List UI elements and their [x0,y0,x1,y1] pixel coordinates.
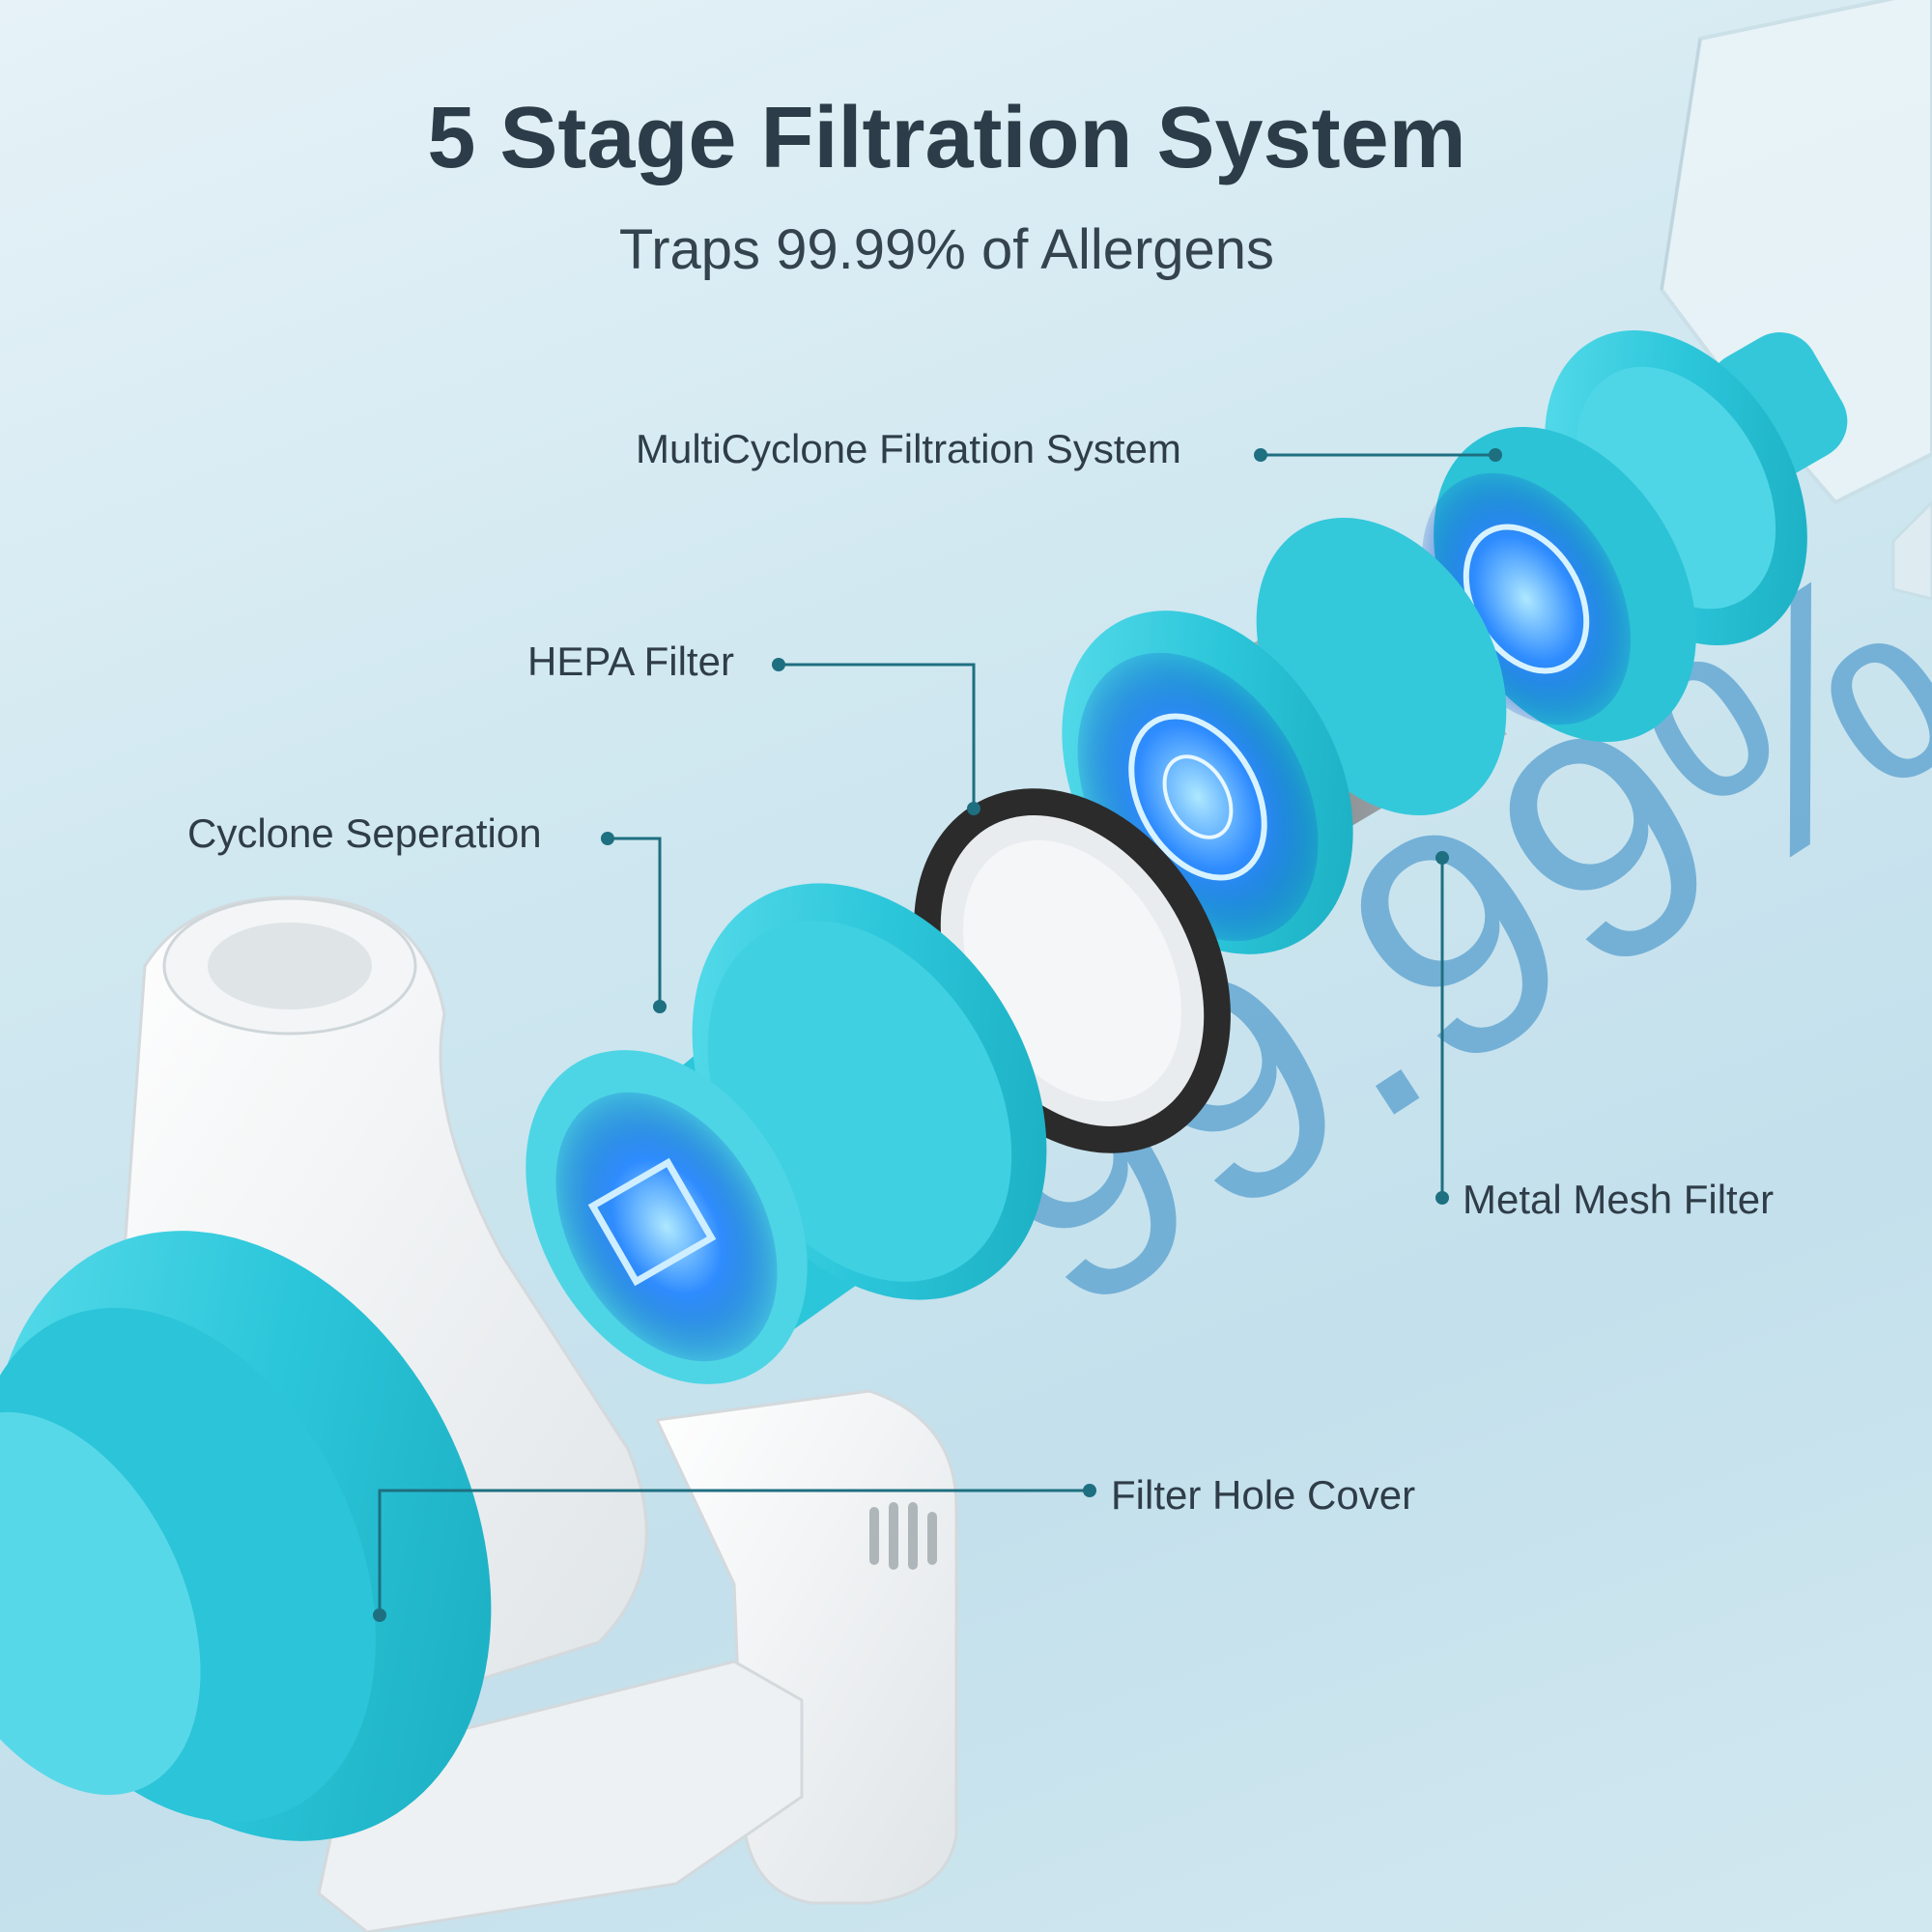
multicyclone-assembly [1421,330,1848,742]
label-metal-mesh-filter: Metal Mesh Filter [1463,1177,1775,1222]
vacuum-main-body [0,895,958,1932]
cyclone-dot-part [653,1000,667,1013]
page-subtitle: Traps 99.99% of Allergens [618,218,1275,281]
filter-hole-dot-part [373,1608,386,1622]
cyclone-separation-housing [526,883,1047,1384]
multicyclone-dot-label [1254,448,1267,462]
label-filter-hole-cover: Filter Hole Cover [1111,1472,1416,1518]
callout-dots [373,448,1502,1622]
label-hepa-filter: HEPA Filter [527,639,734,684]
multicyclone-dot-part [1489,448,1502,462]
cyclone-dot-label [601,832,614,845]
label-cyclone-separation: Cyclone Seperation [187,810,542,856]
filter-hole-leader-line [378,1489,1090,1615]
hepa-dot-part [967,802,980,815]
filter-hole-dot-label [1083,1484,1096,1497]
hepa-leader-line [779,663,976,809]
metal-mesh-dot-part [1435,851,1449,865]
callout-leaders [378,453,1495,1615]
page-title: 5 Stage Filtration System [427,90,1466,186]
cyclone-leader-line [608,837,662,1007]
label-multicyclone: MultiCyclone Filtration System [636,426,1181,471]
metal-mesh-dot-label [1435,1191,1449,1205]
hepa-dot-label [772,658,785,671]
